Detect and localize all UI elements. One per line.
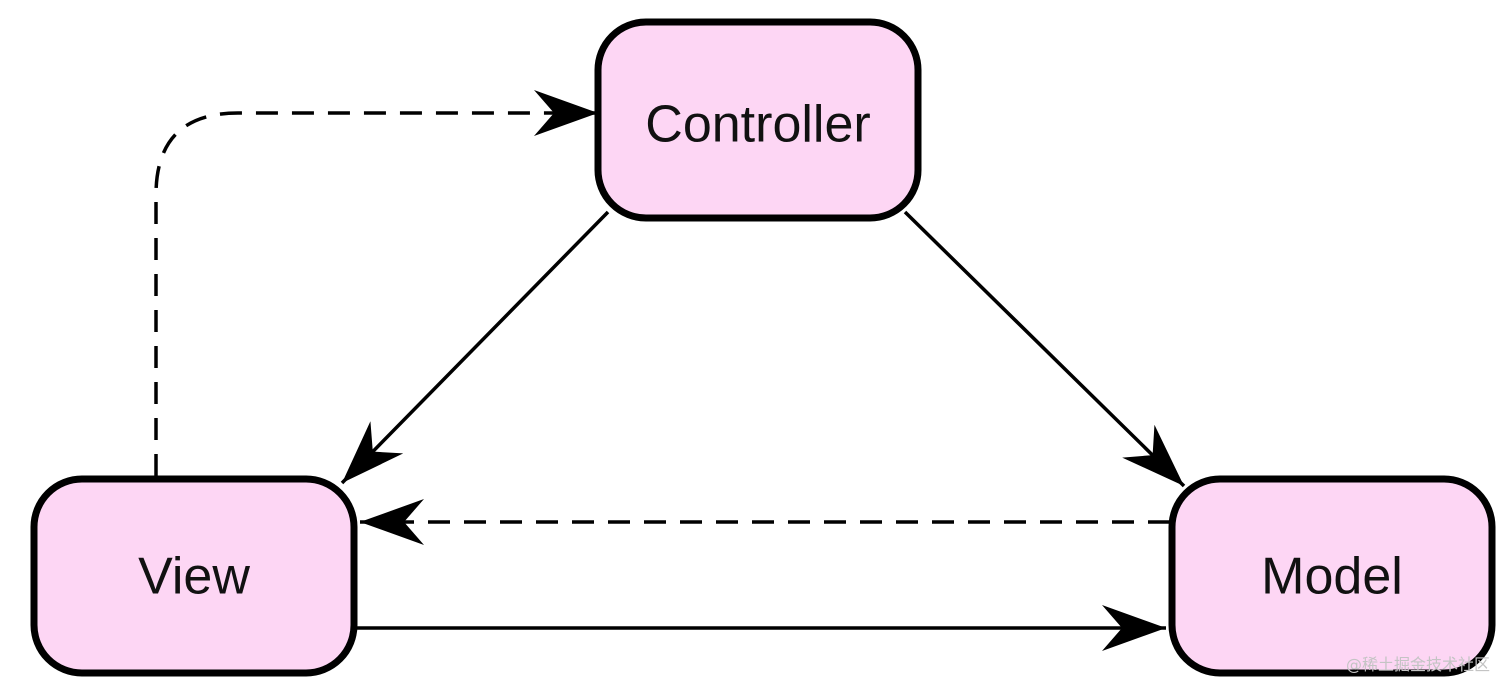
controller-node: Controller xyxy=(594,18,922,222)
model-label: Model xyxy=(1261,548,1403,606)
edge-controller-to-model xyxy=(903,210,1186,488)
view-box xyxy=(30,475,358,677)
controller-label: Controller xyxy=(645,96,870,154)
model-node: Model xyxy=(1168,475,1496,677)
model-box xyxy=(1168,475,1496,677)
view-node: View xyxy=(30,475,358,677)
watermark: @稀土掘金技术社区 xyxy=(1345,655,1490,674)
controller-box xyxy=(594,18,922,222)
edge-view-to-controller xyxy=(154,90,598,476)
view-label: View xyxy=(138,548,250,606)
edge-controller-to-view xyxy=(340,210,610,485)
